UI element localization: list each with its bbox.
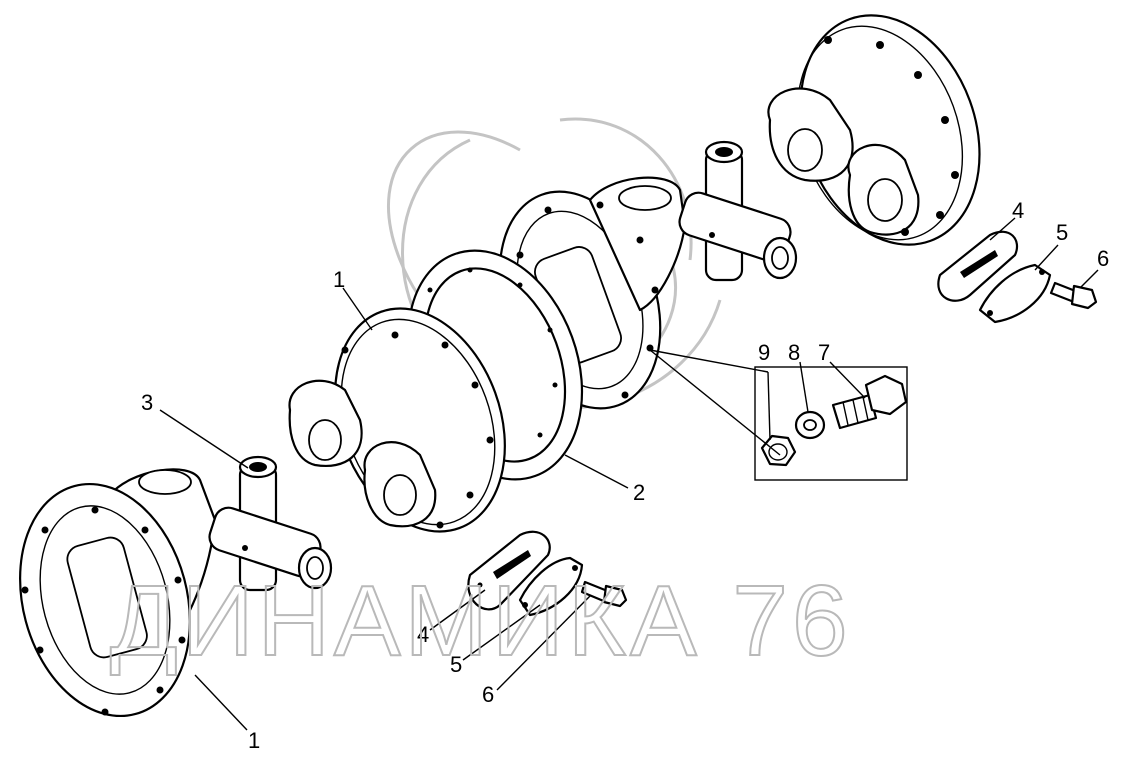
callout-9: 9 bbox=[758, 340, 770, 365]
callout-2: 2 bbox=[633, 480, 645, 505]
housing-upper-right bbox=[767, 14, 981, 246]
cover-plate-right bbox=[937, 230, 1018, 302]
watermark-text: ДИНАМИКА 76 bbox=[110, 565, 852, 677]
clamp-right bbox=[978, 263, 1052, 324]
callout-4-left: 4 bbox=[417, 622, 429, 647]
clamp-left bbox=[518, 556, 584, 617]
cover-plate-left bbox=[467, 530, 551, 611]
universal-joint-upper bbox=[678, 140, 798, 282]
callout-5-left: 5 bbox=[450, 652, 462, 677]
callout-8: 8 bbox=[788, 340, 800, 365]
callout-6-left: 6 bbox=[482, 682, 494, 707]
leader-lines bbox=[159, 217, 1099, 731]
universal-joint-lower bbox=[208, 455, 333, 592]
bolt-right bbox=[1049, 281, 1098, 310]
callout-4-right: 4 bbox=[1012, 198, 1024, 223]
callout-labels: 1 1 2 3 4 4 5 5 6 6 7 8 9 bbox=[141, 198, 1109, 753]
callout-5-right: 5 bbox=[1056, 220, 1068, 245]
fastener-inset bbox=[754, 366, 908, 481]
flange-bolt-holes-lower-mid bbox=[341, 331, 494, 529]
hex-bolt bbox=[831, 374, 908, 430]
flange-bolt-holes-lower-left bbox=[21, 506, 186, 716]
bolt-left bbox=[580, 580, 628, 608]
housing-lower-left bbox=[19, 468, 217, 718]
callout-1-top: 1 bbox=[333, 267, 345, 292]
washer bbox=[794, 410, 826, 440]
flange-bolt-holes bbox=[824, 36, 959, 236]
callout-3: 3 bbox=[141, 390, 153, 415]
callout-1-bottom: 1 bbox=[248, 728, 260, 753]
hex-nut bbox=[760, 434, 797, 467]
callout-6-right: 6 bbox=[1097, 246, 1109, 271]
callout-7: 7 bbox=[818, 340, 830, 365]
housing-middle-lower bbox=[288, 307, 506, 533]
